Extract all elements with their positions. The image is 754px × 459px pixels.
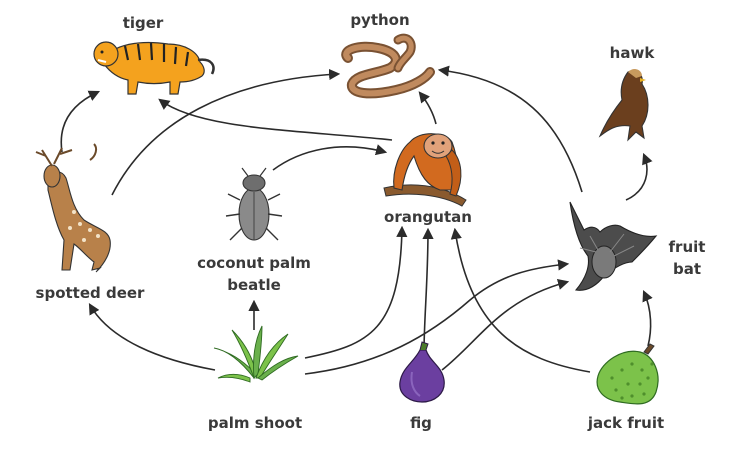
arrow-spotted-deer-to-python — [111, 68, 341, 196]
arrow-palm-shoot-to-fruit-bat — [304, 259, 570, 375]
tiger-illustration — [93, 41, 215, 95]
arrow-palm-shoot-to-spotted-deer — [88, 303, 216, 371]
label-fig: fig — [410, 414, 432, 432]
coconut-palm-beatle-illustration — [225, 167, 283, 241]
hawk-illustration — [598, 69, 649, 142]
label-fruit-bat-line2: bat — [672, 260, 702, 278]
label-coconut-palm-beatle-line2: beatle — [227, 276, 281, 294]
label-python: python — [350, 11, 410, 29]
arrow-orangutan-to-python — [418, 91, 437, 125]
arrow-palm-shoot-to-orangutan — [304, 225, 408, 359]
orangutan-illustration — [383, 133, 467, 207]
label-palm-shoot: palm shoot — [207, 414, 303, 432]
label-coconut-palm-beatle-line1: coconut palm — [197, 254, 311, 272]
jack-fruit-illustration — [596, 343, 659, 405]
label-fruit-bat-line1: fruit — [668, 238, 706, 256]
arrow-fruit-bat-to-hawk — [625, 152, 653, 201]
label-hawk: hawk — [609, 44, 655, 62]
arrow-spotted-deer-to-tiger — [60, 90, 101, 153]
arrow-jack-fruit-to-fruit-bat — [642, 289, 653, 347]
fruit-bat-illustration — [569, 201, 658, 291]
arrow-jack-fruit-to-orangutan — [450, 227, 591, 373]
fig-illustration — [399, 341, 445, 403]
arrow-fruit-bat-to-python — [437, 65, 583, 193]
arrows — [60, 65, 653, 375]
palm-shoot-illustration — [213, 325, 299, 383]
label-jack-fruit: jack fruit — [587, 414, 665, 432]
label-tiger: tiger — [122, 14, 164, 32]
label-orangutan: orangutan — [384, 208, 472, 226]
spotted-deer-illustration — [35, 143, 111, 273]
arrow-coconut-palm-beatle-to-orangutan — [272, 144, 388, 171]
arrow-orangutan-to-tiger — [158, 98, 393, 141]
arrow-fig-to-orangutan — [422, 227, 434, 353]
python-illustration — [341, 33, 435, 99]
label-spotted-deer: spotted deer — [35, 284, 145, 302]
arrow-fig-to-fruit-bat — [441, 278, 570, 371]
